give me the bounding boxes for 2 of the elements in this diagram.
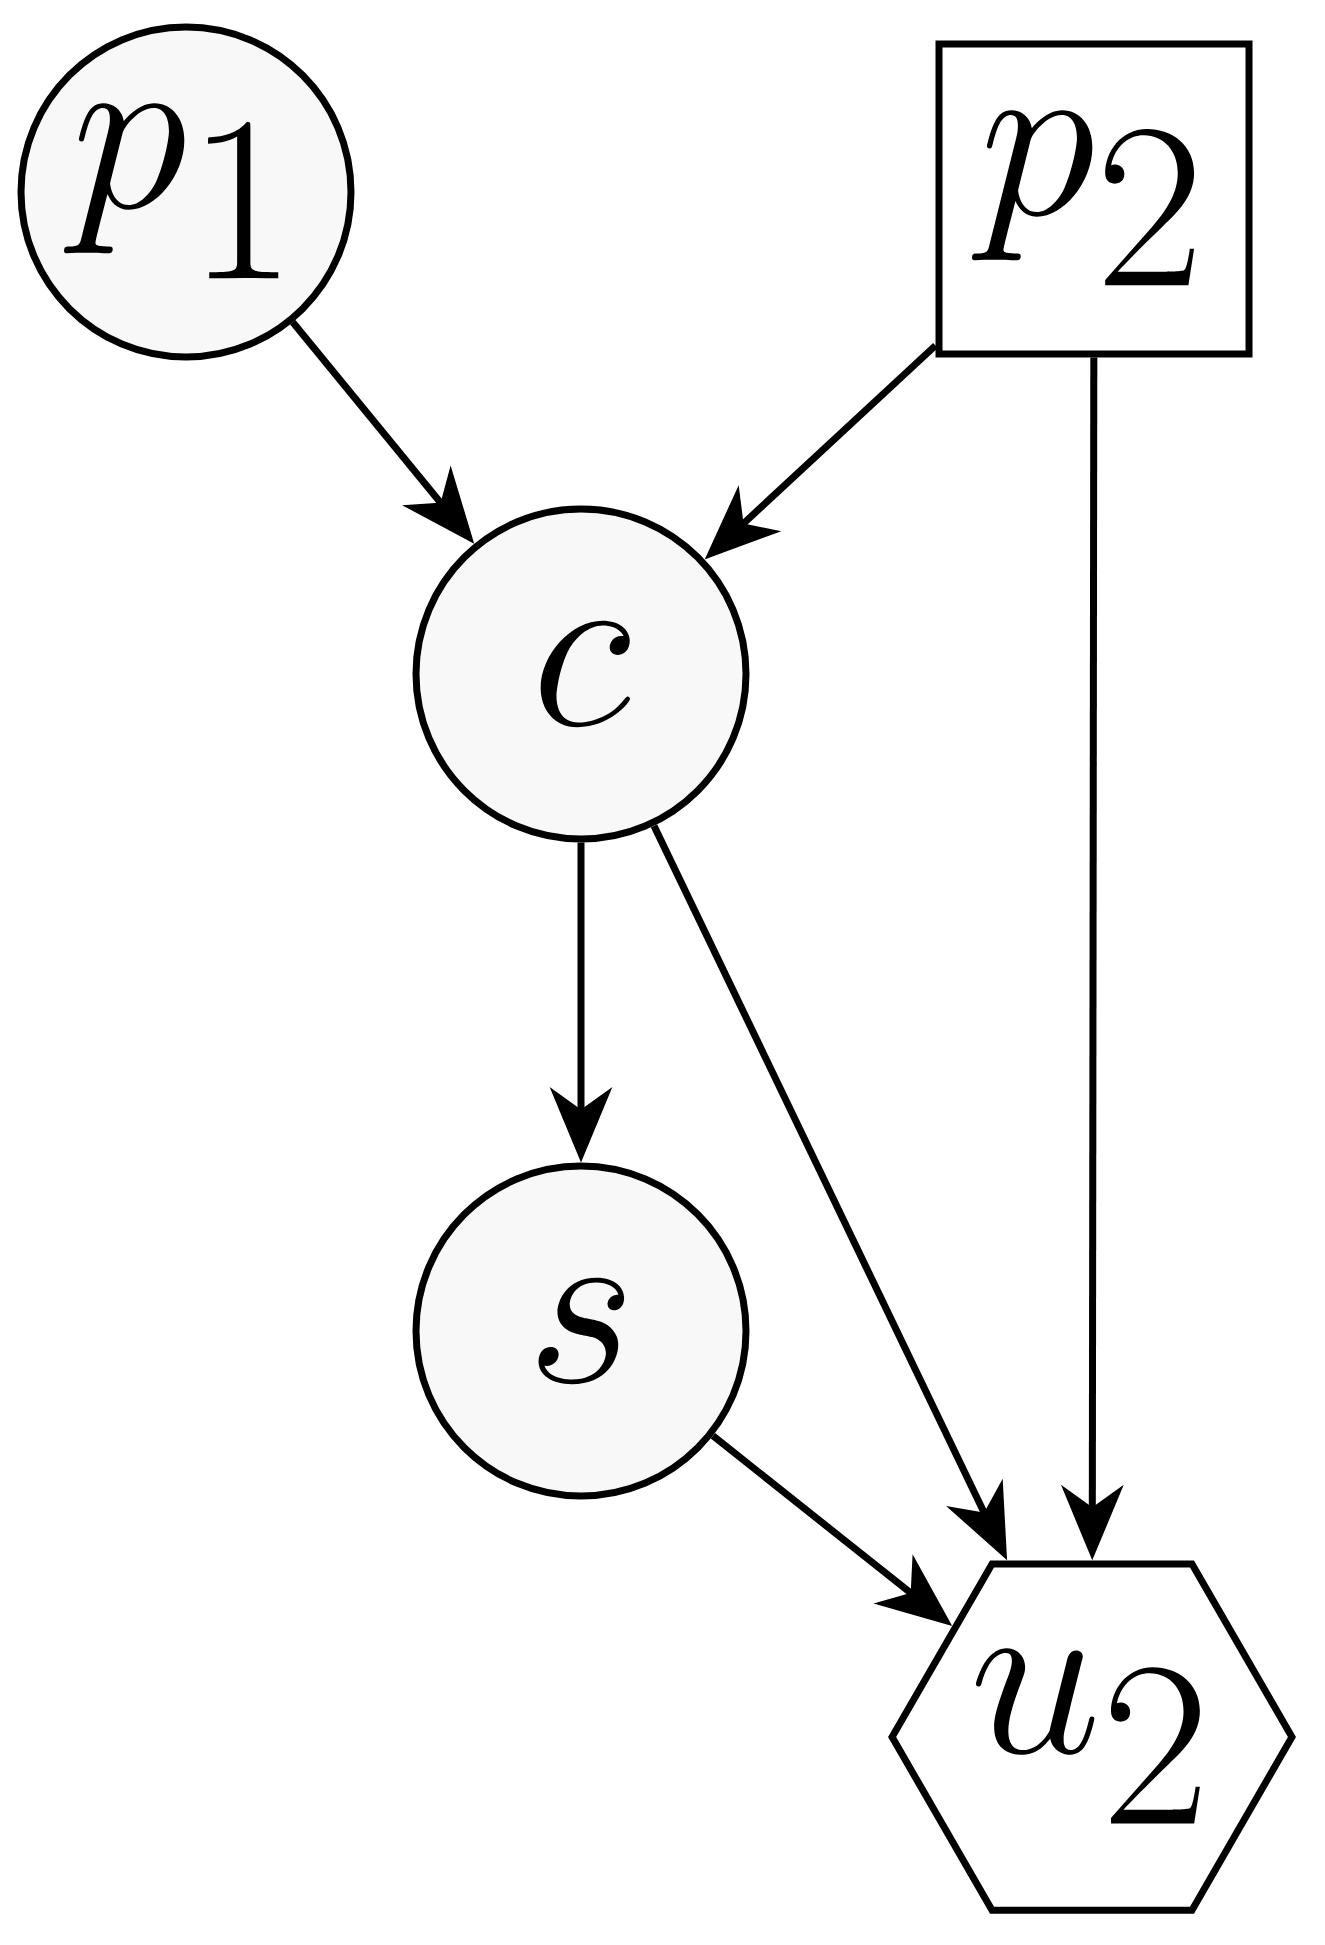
- utility-node-hexagon: $u_2$: [888, 1560, 1296, 1914]
- decision-node-square: $p_2$: [935, 40, 1253, 358]
